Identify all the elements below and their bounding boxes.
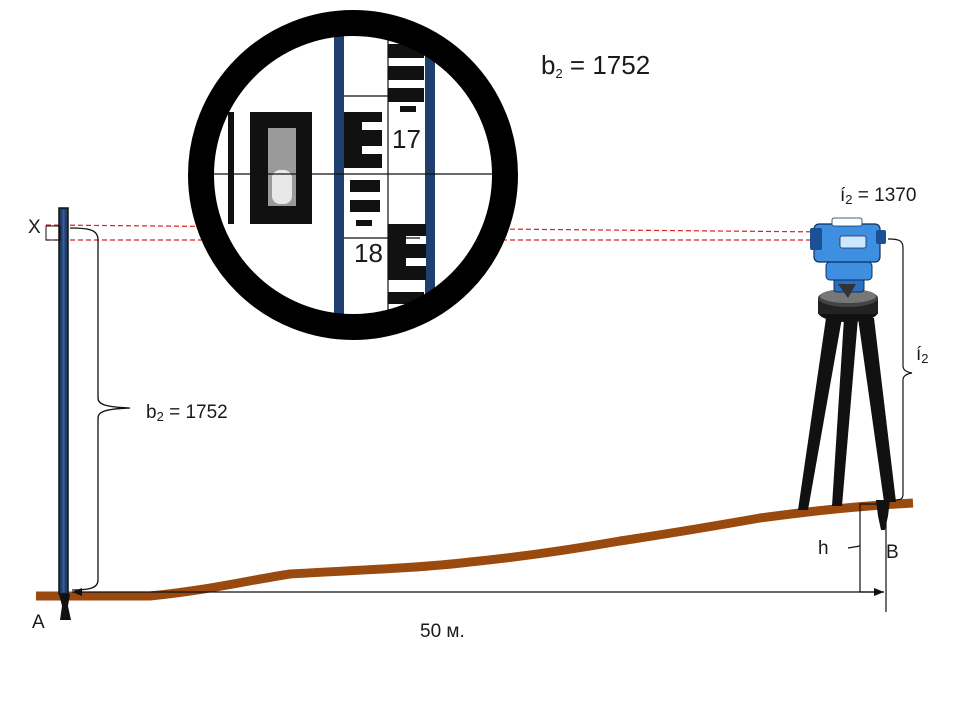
eyepiece-view: 17 18 xyxy=(188,10,518,340)
scale-mark-17: 17 xyxy=(392,124,421,154)
staff-reading-label: b2 = 1752 xyxy=(146,402,228,424)
tripod xyxy=(798,289,896,510)
leveling-rod xyxy=(58,207,71,620)
scale-mark-18: 18 xyxy=(354,238,383,268)
staff-reading-bracket xyxy=(69,227,131,591)
level-instrument xyxy=(810,217,886,298)
height-diff-label: h xyxy=(818,538,829,559)
height-diff-bracket xyxy=(859,503,884,593)
point-a-label: A xyxy=(32,612,45,633)
point-x-bracket xyxy=(45,225,61,241)
instrument-bracket-label: í2 xyxy=(916,344,929,366)
peg-b xyxy=(876,500,890,530)
distance-label: 50 м. xyxy=(420,621,465,642)
instrument-height-label: í2 = 1370 xyxy=(840,185,916,207)
ground-profile xyxy=(36,498,914,601)
top-reading-label: b2 = 1752 xyxy=(541,50,650,81)
point-x-label: X xyxy=(28,217,41,238)
instrument-height-bracket xyxy=(887,238,913,501)
point-b-label: B xyxy=(886,542,899,563)
